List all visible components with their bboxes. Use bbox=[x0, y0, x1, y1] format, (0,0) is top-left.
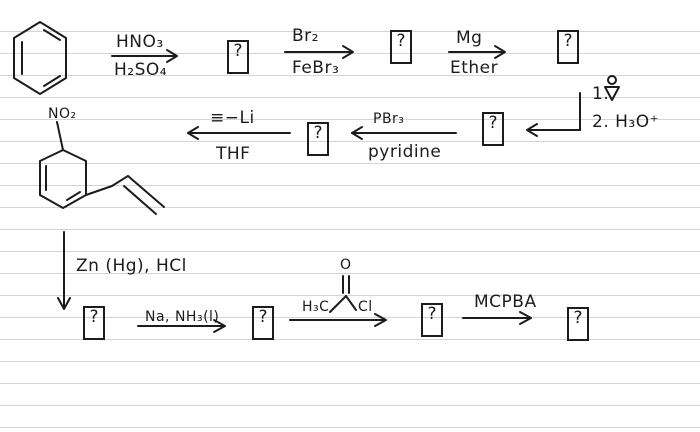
reagent-br2: Br₂ bbox=[292, 26, 319, 46]
unknown-box-4: ? bbox=[482, 112, 504, 146]
arrow-epoxide-opening bbox=[526, 92, 581, 137]
arrow-pbr3 bbox=[351, 126, 457, 140]
arrow-mcpba bbox=[462, 311, 532, 325]
acetyl-chlorine-label: Cl bbox=[358, 299, 373, 315]
reagent-pyridine: pyridine bbox=[368, 142, 442, 162]
unknown-box-5: ? bbox=[307, 122, 329, 156]
unknown-box-2: ? bbox=[390, 30, 412, 64]
reagent-febr3: FeBr₃ bbox=[292, 58, 340, 78]
acetyl-chloride-structure bbox=[329, 275, 357, 313]
arrow-bromination bbox=[284, 45, 354, 59]
arrow-birch bbox=[137, 319, 226, 333]
unknown-box-1: ? bbox=[227, 40, 249, 74]
unknown-box-3: ? bbox=[557, 30, 579, 64]
reagent-na-nh3: Na, NH₃(l) bbox=[145, 309, 220, 325]
unknown-box-8: ? bbox=[421, 303, 443, 337]
reagent-zn-hg-hcl: Zn (Hg), HCl bbox=[76, 256, 187, 276]
arrow-acylation bbox=[289, 313, 387, 327]
arrow-nitration bbox=[111, 49, 178, 63]
acetyl-methyl-label: H₃C bbox=[302, 299, 330, 315]
epoxide-step-2: 2. H₃O⁺ bbox=[592, 112, 660, 132]
reagent-ether: Ether bbox=[450, 58, 499, 78]
nitro-group-label: NO₂ bbox=[48, 106, 77, 122]
allyl-nitrobenzene-structure bbox=[39, 121, 165, 215]
unknown-box-6: ? bbox=[83, 306, 105, 340]
reagent-h2so4: H₂SO₄ bbox=[114, 60, 168, 80]
epoxide-structure bbox=[604, 75, 620, 101]
reagent-alkynyl-lithium: ≡−Li bbox=[210, 108, 255, 128]
reagent-thf: THF bbox=[216, 144, 251, 164]
unknown-box-7: ? bbox=[252, 306, 274, 340]
reagent-mcpba: MCPBA bbox=[474, 292, 537, 312]
benzene-structure bbox=[13, 21, 67, 95]
arrow-grignard bbox=[448, 45, 506, 59]
reagent-pbr3: PBr₃ bbox=[373, 111, 405, 127]
unknown-box-9: ? bbox=[567, 307, 589, 341]
reagent-hno3: HNO₃ bbox=[116, 32, 164, 52]
reagent-mg: Mg bbox=[456, 28, 483, 48]
arrow-acetylide bbox=[187, 126, 291, 140]
epoxide-step-1: 1. bbox=[592, 84, 610, 104]
acetyl-oxygen-label: O bbox=[340, 257, 352, 273]
arrow-clemmensen bbox=[57, 231, 71, 310]
